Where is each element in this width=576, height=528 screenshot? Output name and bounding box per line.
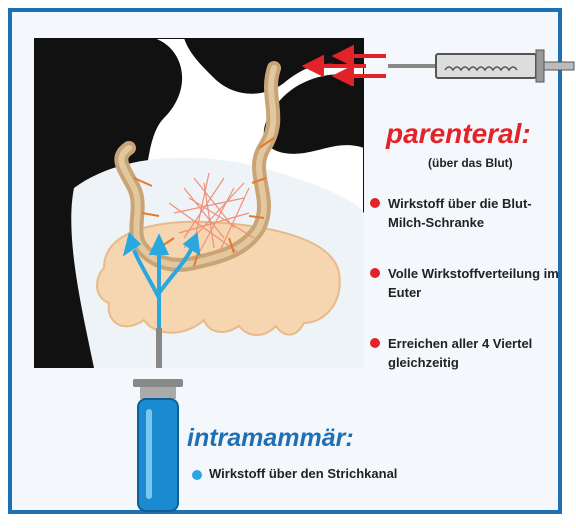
red-bullet-icon <box>370 198 380 208</box>
red-bullet-icon <box>370 268 380 278</box>
red-bullet-icon <box>370 338 380 348</box>
parenteral-bullet: Erreichen aller 4 Viertel gleichzeitig <box>370 334 566 372</box>
blue-bullet-icon <box>192 470 202 480</box>
parenteral-bullet: Wirkstoff über die Blut-Milch-Schranke <box>370 194 566 232</box>
parenteral-title: parenteral: <box>386 118 531 150</box>
intramammaer-title: intramammär: <box>187 424 354 453</box>
parenteral-bullet: Volle Wirkstoffverteilung im Euter <box>370 264 566 302</box>
parenteral-subtitle: (über das Blut) <box>428 156 513 170</box>
syringe-icon <box>300 40 576 86</box>
intramammary-injector-icon <box>128 375 188 515</box>
cannula <box>156 328 162 368</box>
udder-illustration <box>34 38 364 368</box>
intramammaer-bullet: Wirkstoff über den Strichkanal <box>192 466 397 481</box>
